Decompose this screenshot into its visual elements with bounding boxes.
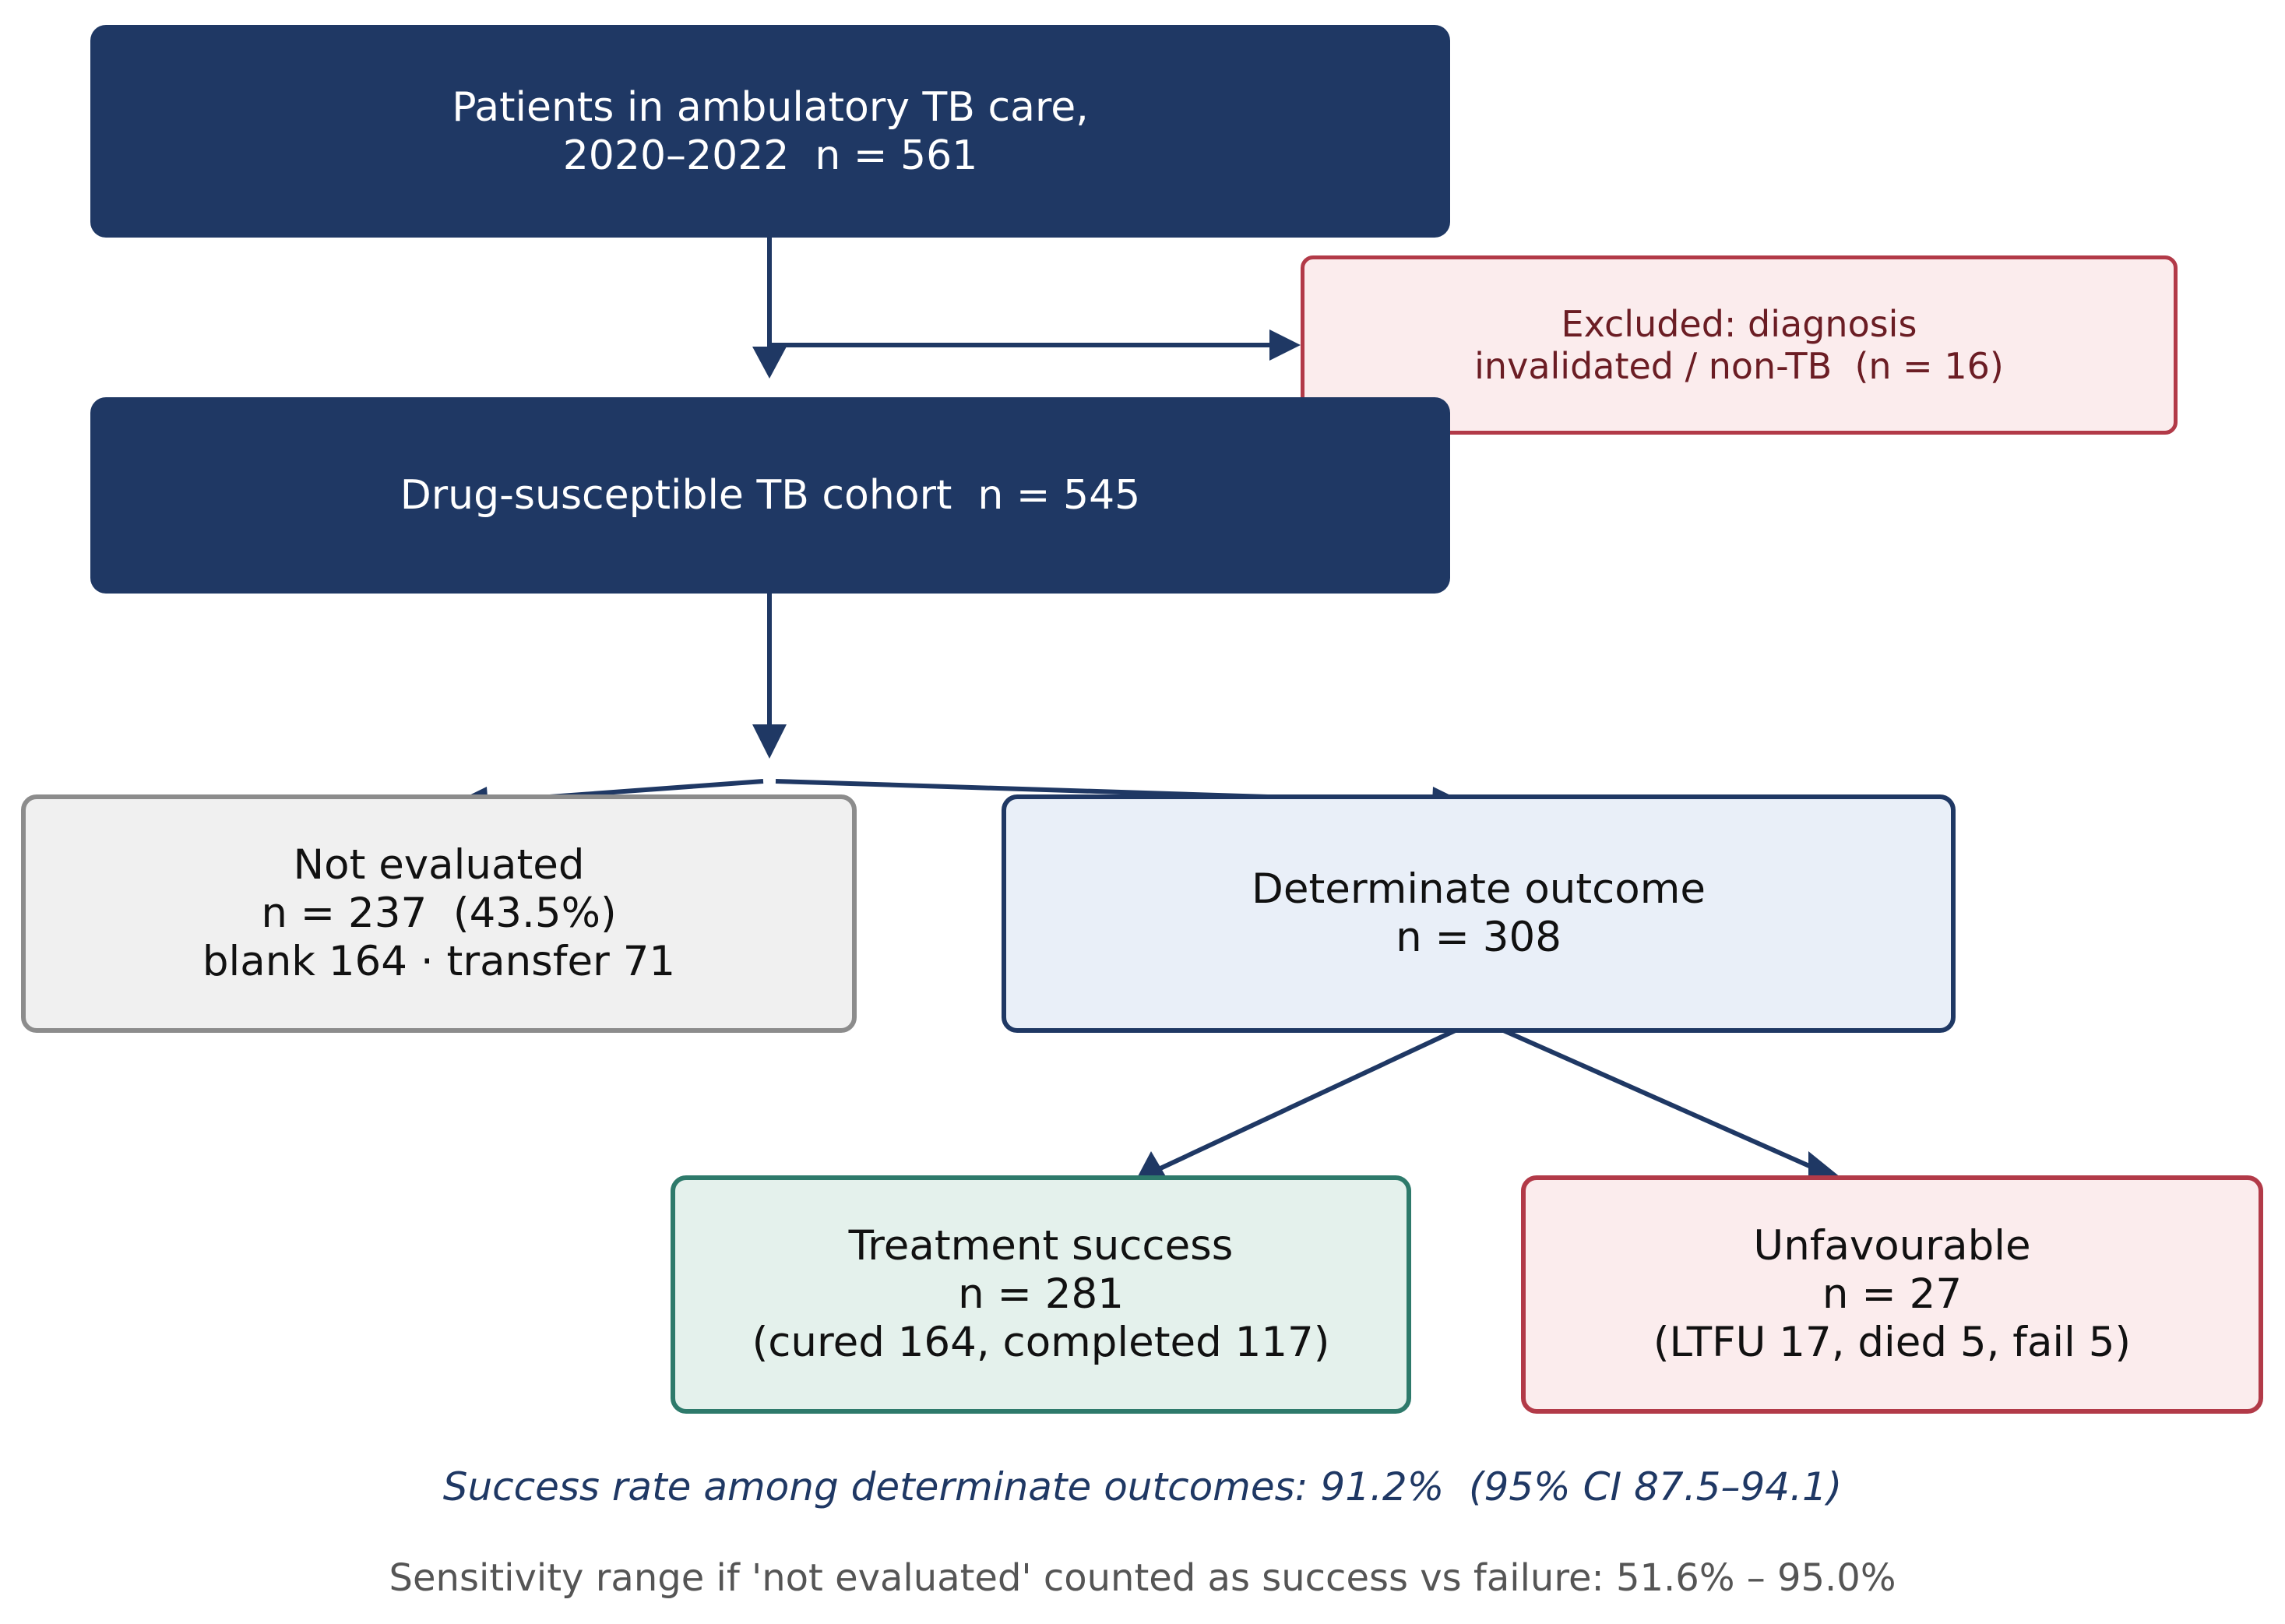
box-unfavourable-line-3: (LTFU 17, died 5, fail 5) (1653, 1319, 2132, 1366)
box-patients-line-2: 2020–2022 n = 561 (562, 132, 978, 179)
box-determinate-line-1: Determinate outcome (1252, 865, 1706, 913)
arrowhead-to-unfavourable (1808, 1151, 1841, 1178)
box-excluded-line-2: invalidated / non-TB (n = 16) (1474, 345, 2004, 387)
box-not-evaluated-line-1: Not evaluated (293, 841, 585, 889)
arrow-to-success (1159, 1020, 1473, 1171)
arrowhead-start-to-cohort (752, 347, 787, 379)
box-success-line-3: (cured 164, completed 117) (752, 1319, 1330, 1366)
arrowhead-cohort-down (752, 724, 787, 759)
box-patients-line-1: Patients in ambulatory TB care, (452, 83, 1089, 131)
box-unfavourable-line-2: n = 27 (1822, 1270, 1963, 1318)
box-not-evaluated: Not evaluated n = 237 (43.5%) blank 164 … (21, 794, 857, 1033)
arrowhead-to-success (1137, 1151, 1167, 1178)
box-excluded-line-1: Excluded: diagnosis (1561, 303, 1917, 345)
box-cohort-line-1: Drug-susceptible TB cohort n = 545 (400, 472, 1141, 519)
box-excluded: Excluded: diagnosis invalidated / non-TB… (1301, 255, 2178, 435)
box-not-evaluated-line-2: n = 237 (43.5%) (261, 890, 617, 937)
box-determinate-outcome: Determinate outcome n = 308 (1002, 794, 1956, 1033)
arrow-to-unfavourable (1484, 1020, 1816, 1171)
box-unfavourable: Unfavourable n = 27 (LTFU 17, died 5, fa… (1521, 1175, 2263, 1414)
box-treatment-success: Treatment success n = 281 (cured 164, co… (671, 1175, 1411, 1414)
box-not-evaluated-line-3: blank 164 · transfer 71 (202, 938, 676, 985)
box-success-line-2: n = 281 (958, 1270, 1124, 1318)
box-patients-ambulatory: Patients in ambulatory TB care, 2020–202… (90, 25, 1450, 238)
success-rate-note: Success rate among determinate outcomes:… (442, 1464, 1843, 1510)
box-success-line-1: Treatment success (848, 1222, 1234, 1270)
box-unfavourable-line-1: Unfavourable (1753, 1222, 2031, 1270)
box-determinate-line-2: n = 308 (1396, 914, 1561, 961)
arrowhead-to-excluded (1269, 329, 1301, 361)
sensitivity-note: Sensitivity range if 'not evaluated' cou… (389, 1556, 1896, 1600)
box-drug-susceptible-cohort: Drug-susceptible TB cohort n = 545 (90, 397, 1450, 594)
